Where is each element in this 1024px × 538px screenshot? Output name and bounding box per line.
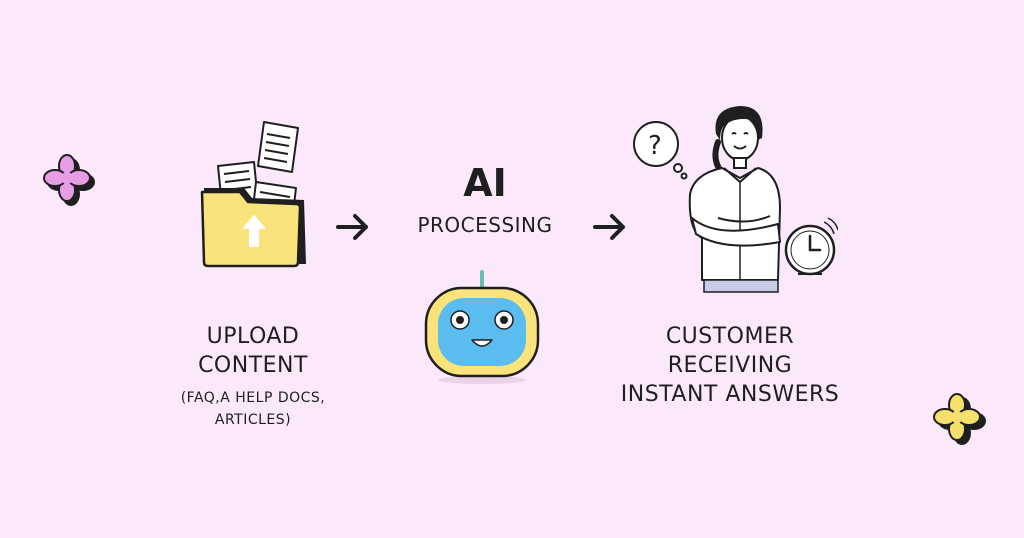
title-line: INSTANT ANSWERS (620, 382, 840, 407)
arrow-right-icon (336, 214, 368, 240)
title-line: CONTENT (198, 353, 308, 378)
upload-content-title: UPLOAD CONTENT (158, 322, 348, 380)
ai-heading: AI (463, 161, 507, 205)
svg-text:?: ? (648, 131, 662, 161)
customer-woman-icon: ? (633, 106, 838, 293)
sparkle-yellow-icon (933, 393, 986, 445)
thought-bubble-icon (633, 121, 688, 180)
processing-label: PROCESSING (417, 213, 553, 237)
title-line: RECEIVING (667, 353, 793, 378)
arrow-right-icon (593, 214, 625, 240)
clock-icon (784, 217, 838, 276)
robot-icon (424, 270, 540, 384)
title-line: CUSTOMER (665, 324, 795, 349)
folder-upload-icon (200, 121, 306, 268)
upload-content-subtitle: (FAQ,A HELP DOCS, ARTICLES) (158, 387, 348, 431)
title-line: UPLOAD (206, 324, 300, 349)
customer-receiving-title: CUSTOMER RECEIVING INSTANT ANSWERS (600, 322, 860, 409)
subtitle-line: (FAQ,A HELP DOCS, (180, 390, 326, 406)
subtitle-line: ARTICLES) (214, 412, 292, 428)
sparkle-pink-icon (43, 154, 95, 206)
